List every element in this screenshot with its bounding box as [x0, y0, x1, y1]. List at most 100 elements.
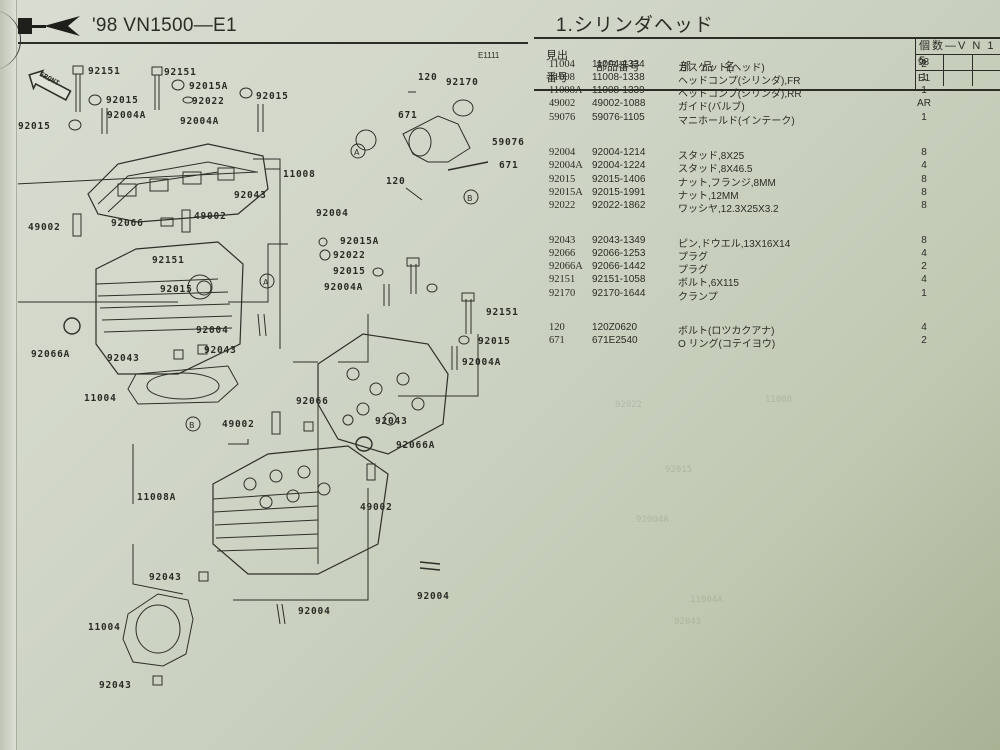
svg-text:A: A — [354, 148, 360, 157]
quantity: 1 — [921, 85, 927, 96]
callout-label: 92015 — [333, 266, 366, 277]
callout-label: 92022 — [333, 250, 366, 261]
part-number: 92015-1406 — [592, 174, 646, 185]
callout-label: 92015 — [478, 336, 511, 347]
part-number: 92170-1644 — [592, 288, 646, 299]
part-no-header: 部品番号 — [596, 61, 640, 73]
ref-number: 11008A — [549, 85, 583, 96]
part-number: 92066-1253 — [592, 248, 646, 259]
part-name: プラグ — [678, 252, 708, 263]
ref-number: 92004A — [549, 160, 583, 171]
quantity: 1 — [921, 288, 927, 299]
base-gasket-part — [122, 593, 194, 667]
callout-label: 92151 — [88, 66, 121, 77]
part-name: ボルト(ロツカクアナ) — [678, 326, 775, 337]
quantity: 1 — [921, 72, 927, 83]
part-number: 92066-1442 — [592, 261, 646, 272]
cylinder-head-drawing: FRONT — [18, 65, 489, 686]
callout-label: 92004A — [324, 282, 364, 293]
part-name: ボルト,6X115 — [678, 278, 739, 289]
callout-label: 92004 — [417, 591, 450, 602]
callout-label: 92022 — [192, 96, 225, 107]
ref-no-header-line2: 番号 — [546, 72, 568, 84]
ref-number: 92043 — [549, 235, 576, 246]
rear-cylinder-head-part — [212, 445, 389, 575]
callout-label: 92015A — [340, 236, 380, 247]
callout-label: 11004 — [88, 622, 121, 633]
part-number: 120Z0620 — [592, 322, 638, 333]
part-name: ヘッドコンプ(シリンダ),RR — [678, 89, 802, 100]
callout-label: 92151 — [486, 307, 519, 318]
callout-label: 11008 — [283, 169, 316, 180]
svg-text:B: B — [467, 194, 473, 203]
callout-label: 92015 — [160, 284, 193, 295]
part-number: 92022-1862 — [592, 200, 646, 211]
ref-number: 92004 — [549, 147, 576, 158]
callout-label: 49002 — [28, 222, 61, 233]
callout-label: 92170 — [446, 77, 479, 88]
part-number: 11008-1338 — [592, 72, 645, 83]
callout-label: 92066A — [31, 349, 71, 360]
ref-number: 92015A — [549, 187, 583, 198]
ref-no-header-line1: 見出 — [546, 50, 568, 62]
callout-label: 92066 — [111, 218, 144, 229]
section-title: 1.シリンダヘッド — [556, 15, 714, 36]
callout-label: 671 — [499, 160, 519, 171]
part-name: ナット,12MM — [678, 191, 739, 202]
quantity: 8 — [921, 187, 927, 198]
quantity: 4 — [921, 274, 927, 285]
callout-label: 92015 — [106, 95, 139, 106]
callout-label: 92043 — [375, 416, 408, 427]
exploded-parts-diagram: FRONT — [18, 44, 528, 750]
quantity: 8 — [921, 200, 927, 211]
callout-label: 92043 — [149, 572, 182, 583]
part-name-header: 部 品 名 — [680, 61, 740, 73]
part-name: ワッシヤ,12.3X25X3.2 — [678, 204, 779, 215]
part-name: ガスケット(ヘッド) — [678, 63, 765, 74]
ref-marker-a-icon: A — [350, 143, 366, 159]
callout-label: 49002 — [360, 502, 393, 513]
quantity: 4 — [921, 248, 927, 259]
callout-label: 92004 — [298, 606, 331, 617]
ref-number: 11004 — [549, 59, 575, 70]
part-number: 92004-1224 — [592, 160, 646, 171]
quantity: 2 — [921, 59, 927, 70]
callout-label: 92004 — [196, 325, 229, 336]
part-name: クランプ — [678, 292, 718, 303]
svg-text:A: A — [263, 278, 269, 287]
quantity: 1 — [921, 112, 927, 123]
callout-label: 92015 — [18, 121, 51, 132]
quantity: 2 — [921, 335, 927, 346]
quantity: 8 — [921, 147, 927, 158]
callout-label: 92004A — [107, 110, 147, 121]
ref-number: 92015 — [549, 174, 576, 185]
page-curl — [0, 10, 21, 70]
callout-label: 92043 — [99, 680, 132, 691]
callout-label: 59076 — [492, 137, 525, 148]
part-name: プラグ — [678, 265, 708, 276]
kawasaki-logo-icon — [18, 16, 80, 36]
header-rule-right — [534, 37, 1000, 39]
part-number: 11004-1334 — [592, 59, 645, 70]
callout-label: 49002 — [222, 419, 255, 430]
part-number: 11008-1339 — [592, 85, 645, 96]
callout-label: 671 — [398, 110, 418, 121]
quantity-header-title: 個数—V N 1 5 — [916, 39, 1000, 67]
part-name: マニホールド(インテーク) — [678, 116, 795, 127]
front-cylinder-head-part — [87, 143, 269, 223]
callout-label: 92151 — [152, 255, 185, 266]
callout-label: 120 — [418, 72, 438, 83]
callout-label: 92004 — [316, 208, 349, 219]
